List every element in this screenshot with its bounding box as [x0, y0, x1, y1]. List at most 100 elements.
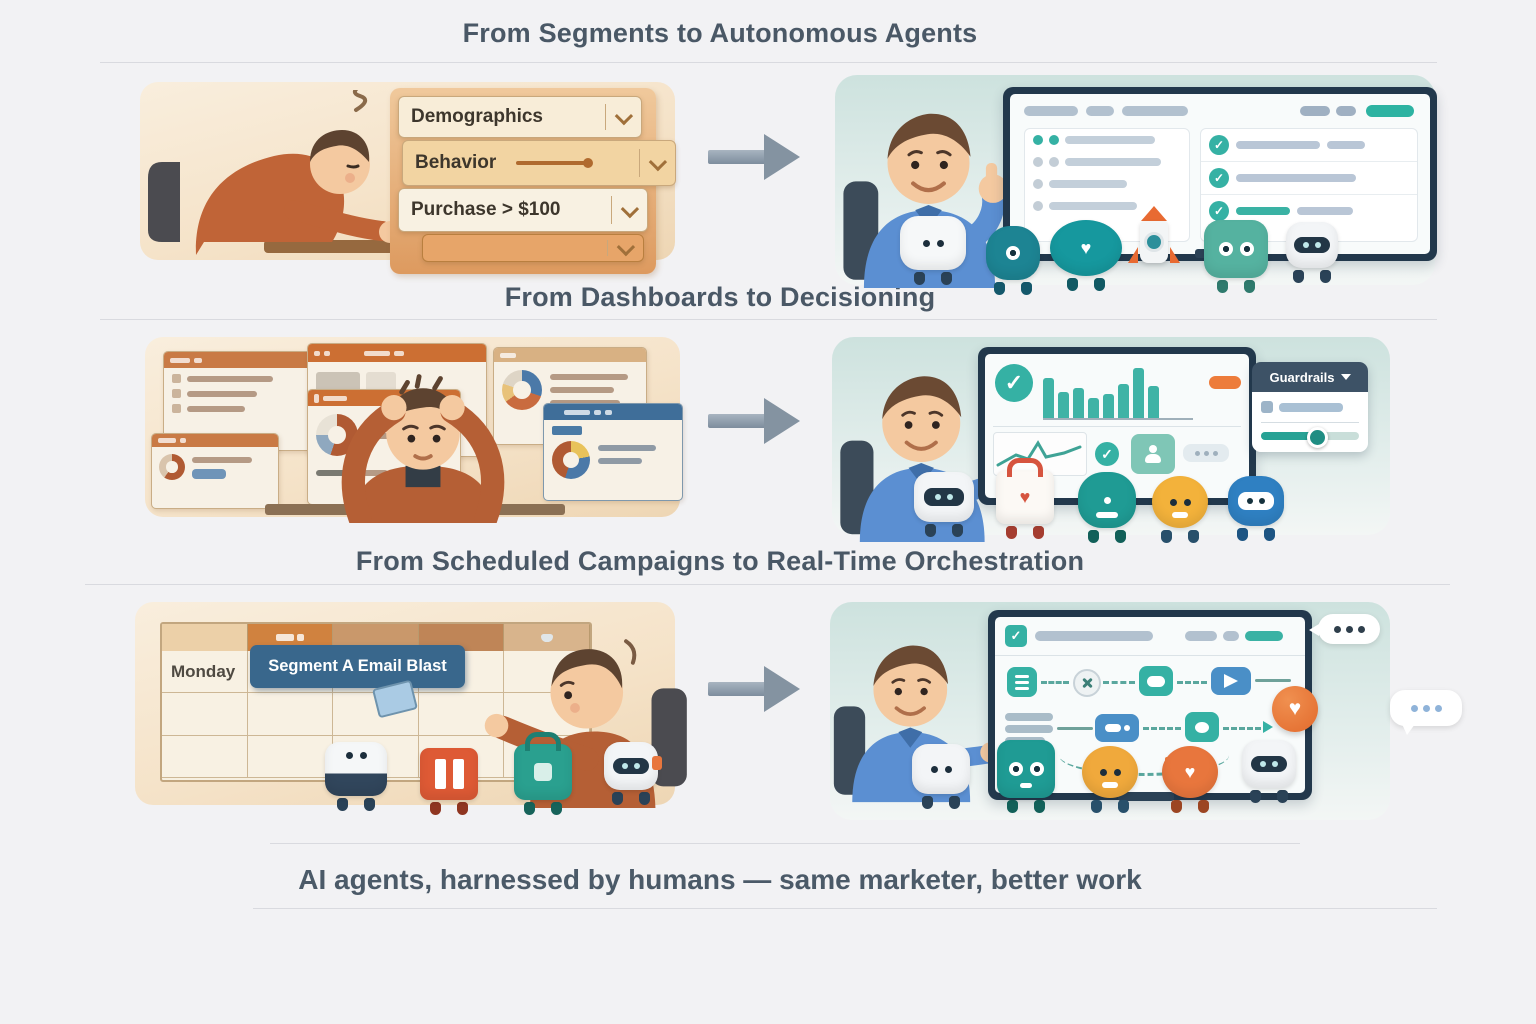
placeholder-bar [1327, 141, 1365, 149]
customer-avatar-card [1131, 434, 1175, 474]
robot-visor [1294, 237, 1330, 253]
placeholder-bar [1236, 207, 1290, 215]
list-item [1025, 195, 1189, 217]
dot-icon [1410, 704, 1418, 712]
section-title-row2: From Dashboards to Decisioning [504, 282, 936, 312]
divider [995, 655, 1305, 656]
robot-mascot [1204, 220, 1268, 293]
placeholder-bar [1049, 202, 1137, 210]
bag-robot [514, 732, 572, 815]
robot-eye [1103, 496, 1111, 504]
robot-leg [1244, 280, 1255, 293]
flow-connector [1103, 681, 1135, 684]
robot-mascot [912, 744, 970, 809]
toggle-icon [1104, 724, 1130, 732]
robot-eye [1239, 242, 1254, 256]
robot-leg [922, 796, 933, 809]
robot-leg [1250, 790, 1261, 803]
dashboard-window [151, 433, 279, 509]
robot-leg [1118, 800, 1129, 813]
robot-leg [1171, 800, 1182, 813]
list-item [1025, 151, 1189, 173]
calendar-cell [247, 693, 334, 736]
chevron-down-icon [620, 199, 640, 218]
placeholder-bar [1122, 106, 1188, 116]
robot-visor [924, 488, 964, 506]
robot-mascot [914, 472, 974, 537]
robot-leg [364, 798, 375, 811]
dropdown-label: Purchase > $100 [411, 199, 561, 220]
robot-leg [551, 802, 562, 815]
segment-filter-demographics: Demographics [398, 96, 642, 138]
placeholder-bar [192, 457, 252, 463]
placeholder-bar [1049, 180, 1127, 188]
divider [993, 426, 1241, 427]
placeholder-bar [1236, 174, 1356, 182]
robot-eye [359, 752, 367, 759]
robot-eye [1029, 762, 1044, 776]
dropdown-label: Behavior [415, 152, 497, 173]
robot-leg [952, 524, 963, 537]
heart-badge: ♥ [1272, 686, 1318, 732]
crate-stripe [452, 759, 464, 789]
robot-mascot [325, 742, 387, 811]
robot-leg [1088, 530, 1099, 543]
arrow-right-icon [708, 666, 802, 712]
calendar-cell [247, 735, 334, 778]
chevron-down-icon [614, 106, 634, 125]
calendar-cell [162, 735, 248, 778]
arrow-right-icon [708, 398, 802, 444]
divider [607, 239, 608, 257]
robot-eye [1183, 498, 1191, 506]
heart-icon: ♥ [1288, 697, 1302, 720]
flow-node-message [1139, 666, 1173, 696]
guardrails-label: Guardrails [1269, 369, 1335, 385]
robot-leg [457, 802, 468, 815]
caption-bold: AI agents [298, 864, 425, 895]
arrow-head [764, 666, 800, 712]
checklist-row: ✓ [1201, 129, 1417, 162]
placeholder-bar [1065, 158, 1161, 166]
placeholder-bar [316, 470, 356, 476]
heart-icon: ♥ [1184, 762, 1196, 782]
robot-accent [652, 756, 662, 770]
bag-handle [525, 732, 561, 751]
robot-leg [949, 796, 960, 809]
robot-leg [1094, 278, 1105, 291]
arrow-shaft [708, 414, 766, 428]
donut-chart [552, 441, 590, 479]
rocket-fin [1128, 247, 1138, 263]
list-item [1025, 129, 1189, 151]
sparkline [996, 440, 1082, 467]
placeholder-bar [1005, 713, 1053, 721]
robot-leg [337, 798, 348, 811]
robot-leg [1006, 526, 1017, 539]
placeholder-bar [187, 375, 273, 382]
flow-connector [1255, 679, 1291, 682]
chevron-down-icon [616, 237, 636, 256]
placeholder-bar [1065, 136, 1155, 144]
bag-window [534, 763, 552, 781]
calendar-header-cell [504, 624, 590, 651]
bag-handle [1007, 458, 1043, 477]
calendar-day-label: Monday [171, 661, 236, 681]
crate-stripe [434, 759, 446, 789]
placeholder-bar [187, 390, 257, 397]
dots-icon [1183, 444, 1229, 462]
robot-smile [1020, 783, 1032, 788]
placeholder-bar [598, 458, 642, 464]
flow-connector [1143, 727, 1181, 730]
robot-leg [1034, 800, 1045, 813]
robot-leg [612, 792, 623, 805]
robot-eye [1099, 768, 1107, 776]
robot-leg [1091, 800, 1102, 813]
arrow-right-icon [708, 134, 802, 180]
robot-leg [994, 282, 1005, 295]
rocket-nose [1141, 206, 1167, 221]
rocket-window [1144, 232, 1164, 252]
placeholder-bar [550, 374, 628, 380]
placeholder-bar [1035, 631, 1153, 641]
divider [1261, 422, 1359, 423]
bullet-icon [1033, 201, 1043, 211]
robot-leg [1320, 270, 1331, 283]
